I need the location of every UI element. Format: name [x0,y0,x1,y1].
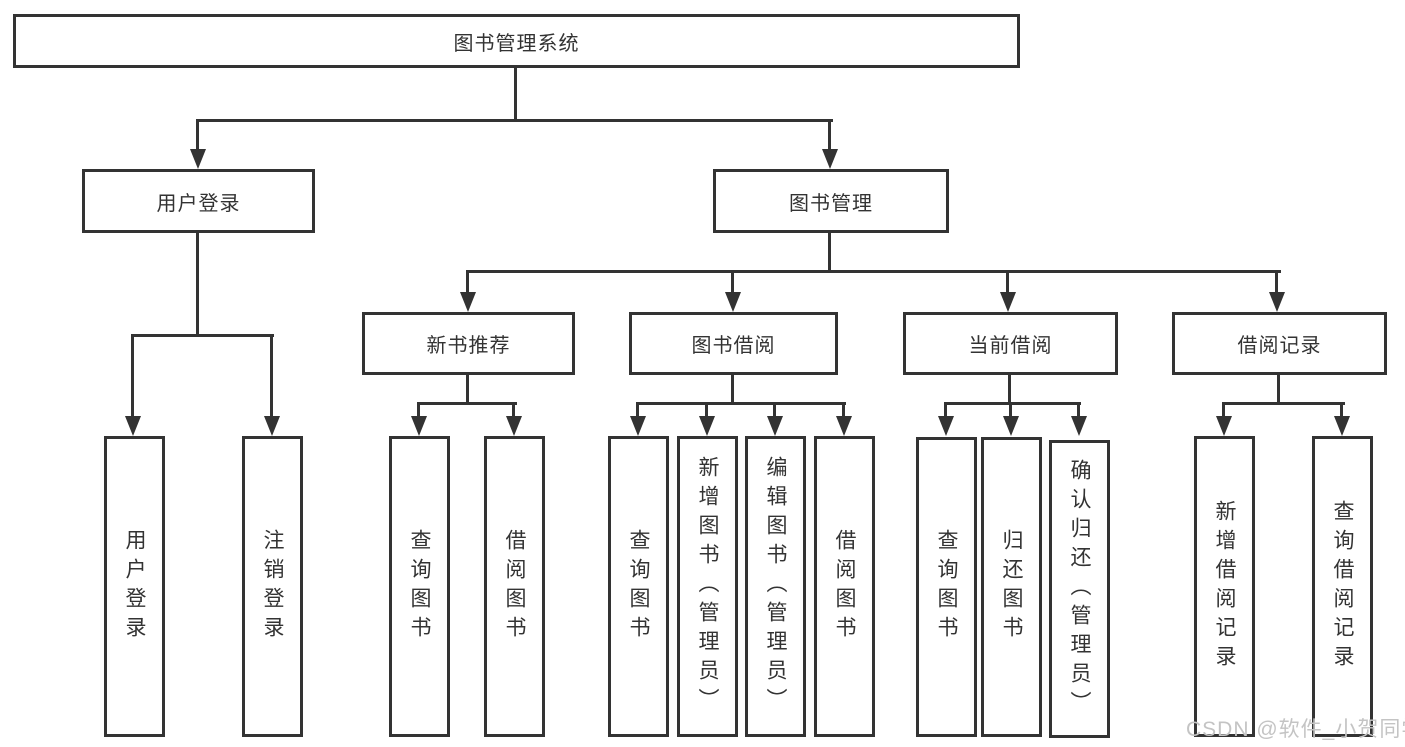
node-label: 用户登录 [123,528,146,645]
arrowhead-icon [264,416,280,436]
leaf-user-login: 用户登录 [104,436,165,737]
arrowhead-icon [1071,416,1087,436]
arrowhead-icon [506,416,522,436]
leaf-confirm-return-admin: 确认归还（管理员） [1049,440,1110,738]
leaf-edit-book-admin: 编辑图书（管理员） [745,436,806,737]
arrowhead-icon [822,149,838,169]
connector-vline [417,405,420,418]
connector-vline [1077,405,1080,418]
node-label: 新增图书（管理员） [696,456,719,717]
node-label: 归还图书 [1000,529,1023,645]
connector-hline [131,334,274,337]
arrowhead-icon [938,416,954,436]
csdn-watermark: CSDN @软件_小贺同学 [1186,718,1405,741]
node-label: 查询图书 [935,529,958,645]
node-borrowing-records: 借阅记录 [1172,312,1387,375]
connector-vline [466,375,469,405]
connector-hline [466,270,1281,273]
node-new-book-recommendation: 新书推荐 [362,312,575,375]
arrowhead-icon [125,416,141,436]
arrowhead-icon [1334,416,1350,436]
connector-hline [417,402,517,405]
arrowhead-icon [190,149,206,169]
node-library-management-system: 图书管理系统 [13,14,1020,68]
connector-vline [196,121,199,151]
node-label: 图书管理系统 [453,32,580,55]
leaf-query-borrow-record: 查询借阅记录 [1312,436,1373,737]
connector-hline [196,119,833,122]
node-label: 新增借阅记录 [1213,499,1236,674]
node-label: 借阅图书 [833,528,856,645]
connector-vline [842,405,845,418]
connector-vline [828,121,831,151]
arrowhead-icon [411,416,427,436]
arrowhead-icon [1000,292,1016,312]
connector-hline [944,402,1081,405]
connector-vline [944,405,947,418]
node-book-management-module: 图书管理 [713,169,949,233]
arrowhead-icon [460,292,476,312]
connector-vline [705,405,708,418]
node-label: 查询图书 [627,528,650,645]
connector-vline [131,337,134,416]
arrowhead-icon [630,416,646,436]
node-label: 借阅记录 [1237,335,1322,357]
connector-vline [1277,375,1280,405]
arrowhead-icon [725,292,741,312]
connector-vline [196,233,199,337]
arrowhead-icon [767,416,783,436]
node-label: 图书管理 [789,192,873,215]
arrowhead-icon [1003,416,1019,436]
node-label: 图书借阅 [691,335,776,357]
node-label: 注销登录 [261,528,284,645]
connector-vline [1009,405,1012,418]
connector-vline [270,337,273,416]
leaf-logout: 注销登录 [242,436,303,737]
connector-vline [1006,273,1009,293]
node-current-borrowing: 当前借阅 [903,312,1118,375]
connector-hline [636,402,846,405]
leaf-query-books-borrow: 查询图书 [608,436,669,737]
node-user-login-module: 用户登录 [82,169,315,233]
connector-vline [512,405,515,418]
leaf-borrow-books-recommend: 借阅图书 [484,436,545,737]
arrowhead-icon [1269,292,1285,312]
connector-vline [1008,375,1011,405]
leaf-borrow-books: 借阅图书 [814,436,875,737]
connector-vline [731,375,734,405]
node-book-borrowing: 图书借阅 [629,312,838,375]
connector-vline [731,273,734,293]
connector-vline [1340,405,1343,418]
leaf-query-books-recommend: 查询图书 [389,436,450,737]
node-label: 查询图书 [408,528,431,645]
leaf-query-books-current: 查询图书 [916,437,977,737]
node-label: 确认归还（管理员） [1068,458,1091,720]
connector-vline [1275,273,1278,293]
leaf-return-book: 归还图书 [981,437,1042,737]
connector-vline [514,67,517,121]
connector-vline [466,273,469,293]
connector-vline [773,405,776,418]
connector-vline [828,233,831,273]
connector-hline [1222,402,1345,405]
connector-vline [636,405,639,418]
node-label: 当前借阅 [968,335,1053,357]
arrowhead-icon [699,416,715,436]
node-label: 新书推荐 [426,335,511,357]
leaf-add-borrow-record: 新增借阅记录 [1194,436,1255,737]
node-label: 查询借阅记录 [1331,499,1354,674]
node-label: 编辑图书（管理员） [764,456,787,717]
leaf-add-book-admin: 新增图书（管理员） [677,436,738,737]
node-label: 用户登录 [156,192,241,215]
connector-vline [1222,405,1225,418]
arrowhead-icon [836,416,852,436]
node-label: 借阅图书 [503,528,526,645]
arrowhead-icon [1216,416,1232,436]
